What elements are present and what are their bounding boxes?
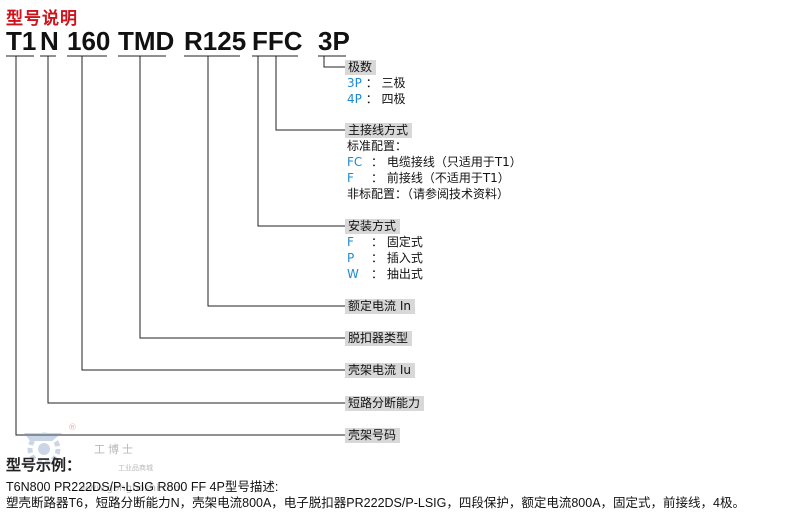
frame-current-label: 壳架电流 Iu: [345, 363, 415, 378]
option-desc: 前接线（不适用于T1）: [386, 171, 510, 185]
code-frame-current: 160: [67, 26, 111, 56]
option-desc: 抽出式: [386, 267, 423, 281]
mounting-option: W ： 抽出式: [347, 267, 423, 282]
option-desc: 电缆接线（只适用于T1）: [386, 155, 522, 169]
watermark-url: www.gongboshi.com: [80, 483, 184, 494]
watermark-brand: 工博士: [94, 443, 136, 456]
code-terminal: FFC: [252, 26, 303, 56]
option-code: 4P: [347, 92, 362, 106]
option-sep: ：: [371, 267, 384, 281]
code-rated-current: R125: [184, 26, 247, 56]
frame-code-label: 壳架号码: [345, 428, 401, 443]
example-line-1: T6N800 PR222DS/P-LSIG R800 FF 4P型号描述:: [6, 480, 279, 494]
mounting-option: F ： 固定式: [347, 235, 423, 250]
mounting-option: P ： 插入式: [347, 251, 423, 266]
example-title: 型号示例：: [6, 456, 82, 474]
poles-option: 4P ： 四极: [347, 92, 406, 107]
option-sep: ：: [371, 235, 384, 249]
gear-logo-icon: [24, 432, 62, 466]
option-code: F: [347, 171, 354, 185]
option-sep: ：: [371, 171, 384, 185]
option-sep: ：: [371, 251, 384, 265]
poles-option: 3P ： 三极: [347, 76, 406, 91]
registered-mark: ®: [68, 423, 77, 433]
poles-label: 极数: [345, 60, 377, 75]
terminal-nonstandard: 非标配置：（请参阅技术资料）: [347, 187, 510, 201]
code-poles: 3P: [318, 26, 350, 56]
breaking-capacity-label: 短路分断能力: [345, 396, 425, 411]
option-sep: ：: [371, 155, 384, 169]
option-sep: ：: [365, 76, 378, 90]
option-code: F: [347, 235, 354, 249]
option-desc: 固定式: [386, 235, 423, 249]
code-frame: T1: [6, 26, 37, 56]
option-code: FC: [347, 155, 363, 169]
option-desc: 插入式: [386, 251, 423, 265]
page-title: 型号说明: [6, 9, 78, 29]
terminal-standard-label: 标准配置：: [347, 139, 408, 153]
option-code: 3P: [347, 76, 362, 90]
mounting-label: 安装方式: [345, 219, 401, 234]
option-desc: 四极: [381, 92, 406, 106]
option-code: P: [347, 251, 355, 265]
example-line-2: 塑壳断路器T6，短路分断能力N，壳架电流800A，电子脱扣器PR222DS/P-…: [6, 496, 745, 510]
rated-current-label: 额定电流 In: [345, 299, 415, 314]
code-release: TMD: [118, 26, 175, 56]
option-desc: 三极: [381, 76, 406, 90]
option-code: W: [347, 267, 359, 281]
watermark-logo: ® 工博士 工业品商城 www.gongboshi.com: [22, 423, 183, 494]
option-sep: ：: [365, 92, 378, 106]
release-type-label: 脱扣器类型: [345, 331, 413, 346]
watermark-sub: 工业品商城: [118, 464, 153, 472]
terminal-option: F ： 前接线（不适用于T1）: [347, 171, 510, 186]
terminal-option: FC ： 电缆接线（只适用于T1）: [347, 155, 522, 170]
code-breaking: N: [40, 26, 59, 56]
terminal-label: 主接线方式: [345, 123, 413, 138]
